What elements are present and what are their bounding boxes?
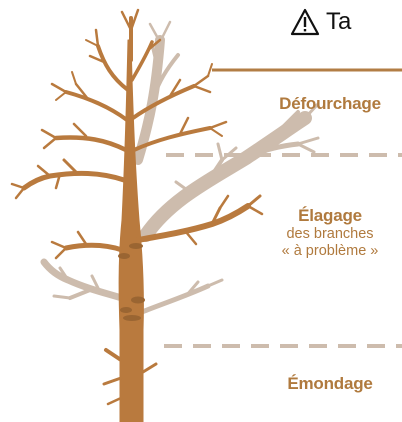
removed-branches (44, 22, 318, 312)
zone-elagage-line1: des branches (258, 226, 402, 243)
warning-text: Ta (326, 8, 351, 36)
tree-trunk (119, 40, 143, 422)
zone-elagage-title: Élagage (258, 206, 402, 226)
zone-elagage-label: Élagage des branches « à problème » (258, 206, 402, 260)
tree (12, 10, 262, 422)
warning-triangle-icon (290, 8, 320, 36)
zone-defourchage-label: Défourchage (258, 94, 402, 114)
zone-emondage-label: Émondage (258, 374, 402, 394)
warning-notice: Ta (290, 2, 351, 42)
zone-elagage-line2: « à problème » (258, 243, 402, 260)
